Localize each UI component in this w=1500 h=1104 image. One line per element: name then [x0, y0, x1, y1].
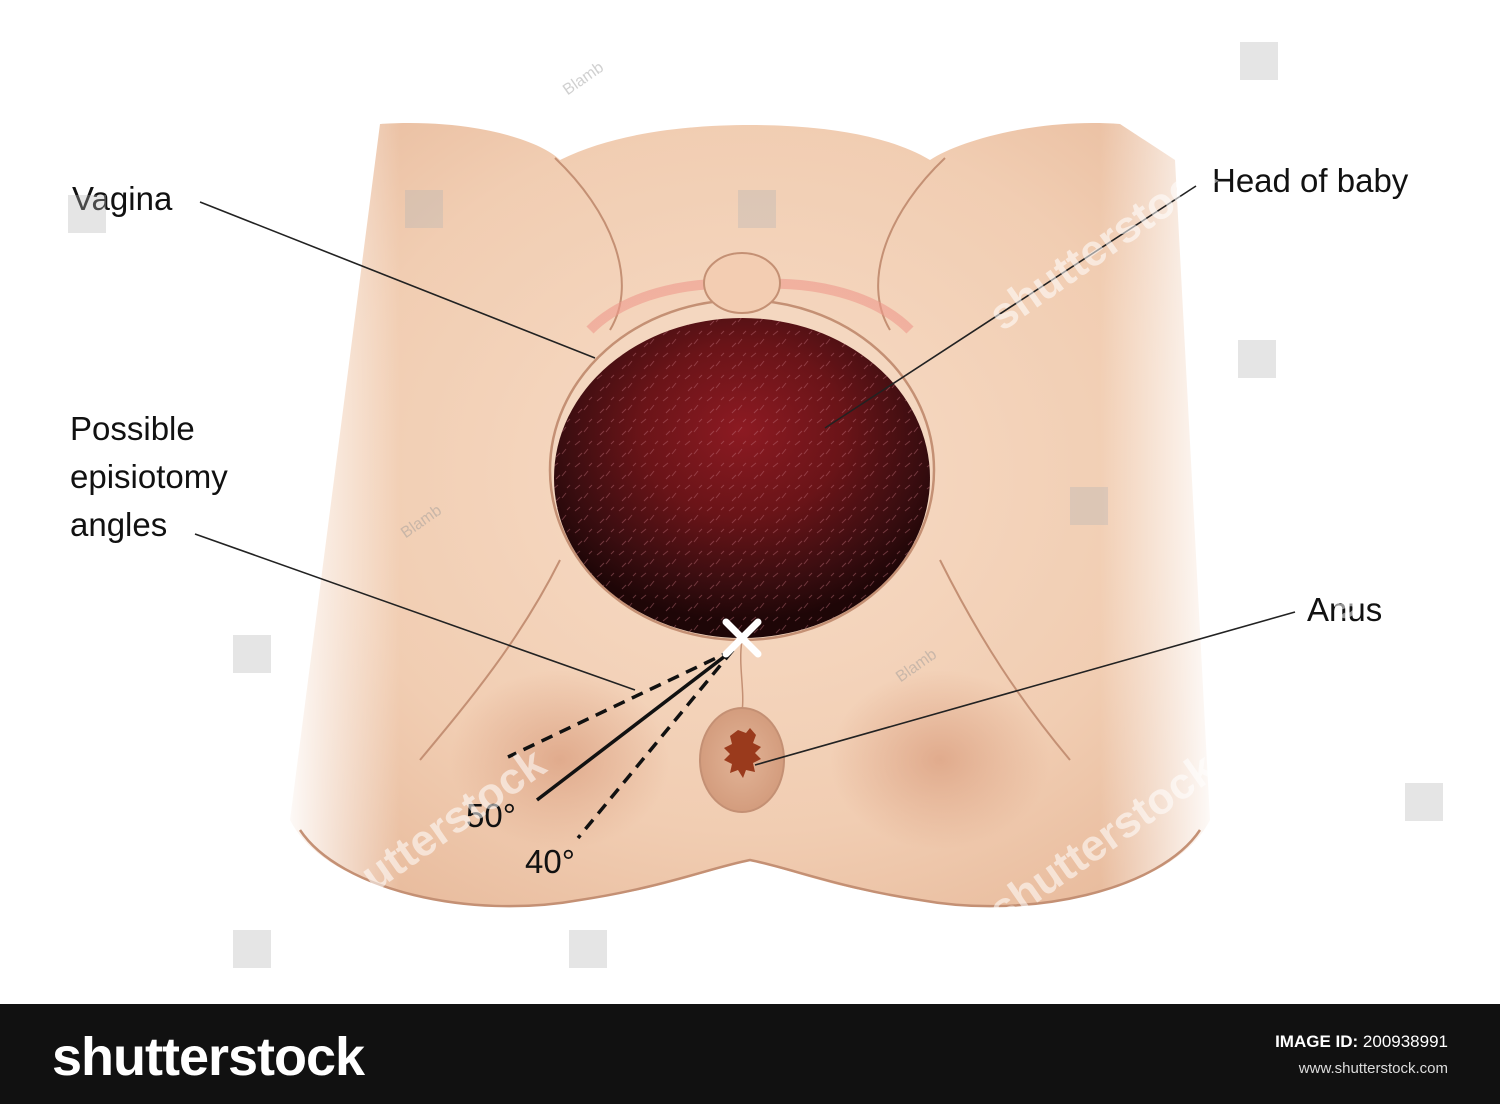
left-groin-fold	[419, 559, 561, 761]
anus-leader-line	[754, 611, 1296, 766]
incision-origin-marker	[722, 618, 762, 658]
vagina-leader-line	[199, 201, 596, 359]
stock-logo: shutterstock	[52, 1027, 365, 1087]
watermark-box	[569, 930, 607, 968]
episiotomy-line-upper	[507, 648, 734, 759]
watermark-box	[738, 190, 776, 228]
angle-50-label: 50°	[466, 797, 516, 834]
vagina-label: Vagina	[72, 180, 173, 217]
episiotomy-label-line3: angles	[70, 506, 168, 543]
episiotomy-label-line2: episiotomy	[70, 458, 228, 495]
watermark-box	[233, 930, 271, 968]
stock-footer: shutterstock IMAGE ID: 200938991 www.shu…	[0, 1004, 1500, 1104]
episiotomy-line-40	[576, 648, 735, 840]
right-groin-fold	[939, 559, 1071, 761]
head-leader-line	[824, 185, 1197, 429]
anus-shape	[724, 728, 761, 778]
episiotomy-leader-line	[194, 533, 636, 691]
perineal-raphe	[739, 639, 744, 713]
site-url: www.shutterstock.com	[1298, 1060, 1448, 1077]
image-id-value: 200938991	[1362, 1032, 1448, 1051]
buttocks-outline	[298, 829, 1202, 908]
anatomy-illustration	[194, 110, 1296, 910]
episiotomy-label-line1: Possible	[70, 410, 195, 447]
angle-40-label: 40°	[525, 843, 575, 880]
image-id-label: IMAGE ID:	[1275, 1032, 1359, 1051]
anus-label: Anus	[1307, 591, 1383, 628]
watermark-box	[233, 635, 271, 673]
watermark-box	[1070, 487, 1108, 525]
image-id: IMAGE ID: 200938991	[1275, 1032, 1448, 1052]
watermark-box	[68, 195, 106, 233]
watermark-box	[1405, 783, 1443, 821]
episiotomy-line-50	[535, 648, 735, 802]
watermark-box	[1238, 340, 1276, 378]
watermark-box	[1240, 42, 1278, 80]
head-of-baby-label: Head of baby	[1212, 162, 1409, 199]
watermark-box	[405, 190, 443, 228]
clitoral-hood	[703, 252, 781, 314]
